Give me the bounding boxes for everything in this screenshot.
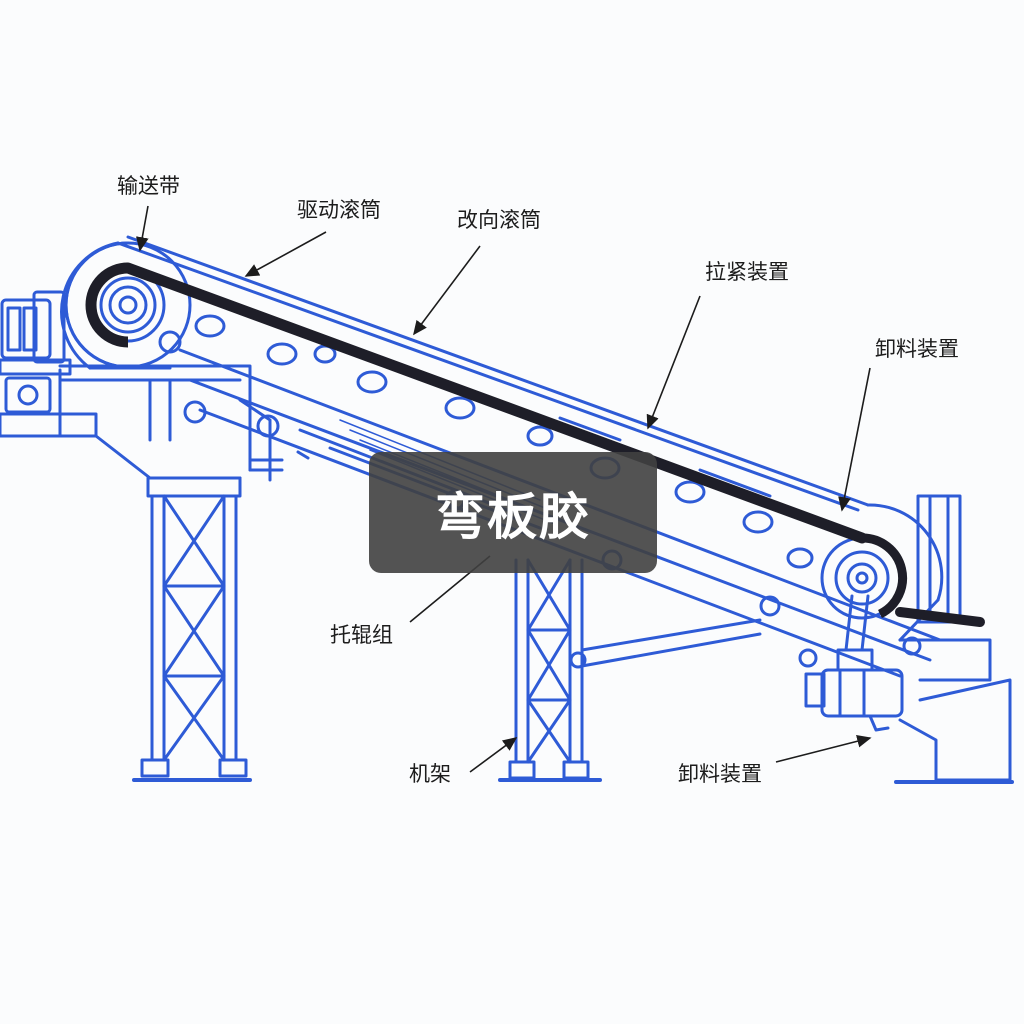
label-idler-set: 托辊组: [330, 623, 393, 647]
unloading-chute: [894, 494, 1014, 784]
watermark-text: 弯板胶: [435, 487, 591, 546]
conveyor-belt-frame: [60, 235, 870, 512]
label-unloading-device-bottom: 卸料装置: [678, 762, 762, 786]
leader-drive-pulley: [244, 231, 327, 277]
label-tension-device: 拉紧装置: [705, 260, 789, 284]
middle-tower: [498, 558, 762, 782]
leader-conveyor-belt: [135, 205, 149, 252]
leader-frame: [469, 737, 518, 773]
leader-unloading-device-top: [838, 367, 871, 512]
leader-tension-device: [646, 295, 701, 430]
label-frame: 机架: [409, 762, 451, 786]
leader-unloading-device-bottom: [775, 734, 872, 763]
left-tower: [132, 476, 252, 782]
tension-counterweight: [804, 594, 904, 732]
label-conveyor-belt: 输送带: [117, 174, 180, 198]
watermark-overlay: 弯板胶: [369, 452, 657, 573]
label-bend-pulley: 改向滚筒: [457, 208, 541, 232]
drive-motor-unit: [0, 290, 98, 438]
label-drive-pulley: 驱动滚筒: [297, 198, 381, 222]
conveyor-belt: [85, 262, 908, 619]
head-frame: [58, 364, 284, 482]
tail-pulley: [820, 503, 944, 642]
leader-bend-pulley: [413, 245, 481, 336]
label-unloading-device-top: 卸料装置: [875, 337, 959, 361]
